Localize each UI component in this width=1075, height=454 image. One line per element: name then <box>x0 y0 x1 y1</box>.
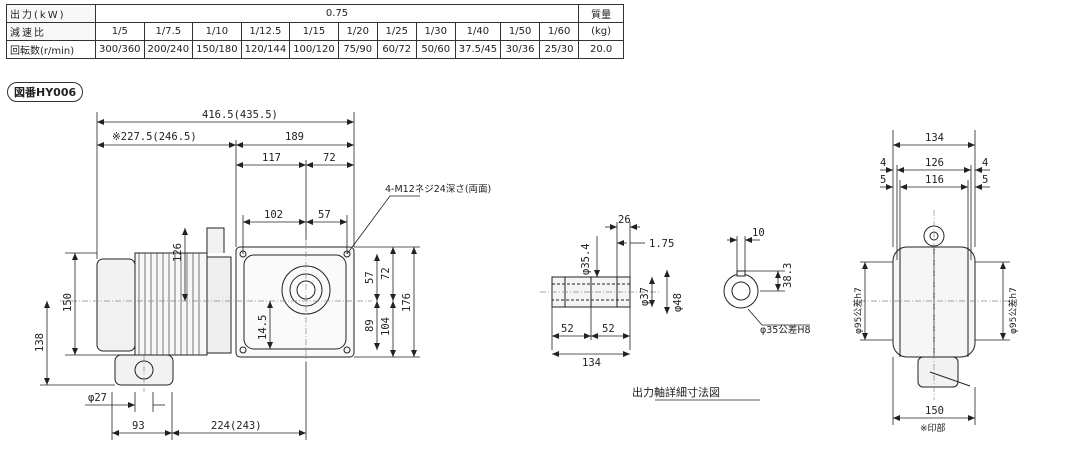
terminal-box <box>206 227 225 253</box>
fan-cover <box>96 258 136 352</box>
front-labels: 416.5(435.5) ※227.5(246.5) 189 117 72 10… <box>34 109 491 432</box>
side-terminal-box <box>917 356 959 388</box>
shaft-dim-383: 38.3 <box>782 263 794 288</box>
dim-416: 416.5(435.5) <box>202 109 278 121</box>
dim-27: φ27 <box>88 392 107 404</box>
dim-189: 189 <box>285 131 304 143</box>
dim-150v: 150 <box>62 293 74 312</box>
shaft-dim-134: 134 <box>582 357 601 369</box>
side-view <box>860 130 1010 425</box>
side-dim-95a: φ95公差h7 <box>852 287 864 334</box>
shaft-dim-354: φ35.4 <box>580 243 592 275</box>
spec-table: 出力(kW) 0.75 質量 減速比 1/5 1/7.5 1/10 1/12.5… <box>6 4 625 59</box>
shaft-dim-26: 26 <box>618 214 631 226</box>
dim-14: 14.5 <box>257 315 269 340</box>
dim-117: 117 <box>262 152 281 164</box>
side-dim-150: 150 <box>925 405 944 417</box>
side-dim-134: 134 <box>925 132 944 144</box>
shaft-detail-title: 出力軸詳細寸法図 <box>632 385 720 399</box>
speed-cell: 25/30 <box>539 40 580 59</box>
mass-value: 20.0 <box>578 40 625 59</box>
speed-label: 回転数(r/min) <box>6 40 96 59</box>
tap-note: 4-M12ネジ24深さ(両面) <box>385 184 491 195</box>
output-label: 出力(kW) <box>6 4 96 23</box>
keyway <box>736 270 746 277</box>
dim-89v: 89 <box>364 319 376 332</box>
speed-cell: 120/144 <box>240 40 291 59</box>
shaft-bore-note: φ35公差H8 <box>760 324 811 336</box>
shaft-detail <box>540 222 810 401</box>
side-dimensions <box>860 130 1010 425</box>
shaft-dim-52a: 52 <box>561 323 574 335</box>
dim-176v: 176 <box>401 293 413 312</box>
shaft-end-bore <box>731 281 751 301</box>
dim-138v: 138 <box>34 333 46 352</box>
speed-row: 回転数(r/min) 300/360 200/240 150/180 120/1… <box>6 40 625 59</box>
speed-cell: 37.5/45 <box>454 40 502 59</box>
motor-ribs <box>138 253 200 355</box>
side-dim-126: 126 <box>925 157 944 169</box>
shaft-dim-52b: 52 <box>602 323 615 335</box>
side-note: ※印部 <box>920 422 946 434</box>
dim-126v: 126 <box>172 243 184 262</box>
gearbox-inner <box>243 254 347 350</box>
side-dim-4b: 4 <box>982 157 988 169</box>
dim-224: 224(243) <box>211 420 262 432</box>
dim-227: ※227.5(246.5) <box>112 131 197 143</box>
side-dim-116: 116 <box>925 174 944 186</box>
dim-93: 93 <box>132 420 145 432</box>
dim-72a: 72 <box>323 152 336 164</box>
side-dim-4a: 4 <box>880 157 886 169</box>
speed-cell: 60/72 <box>376 40 417 59</box>
front-dimensions <box>40 112 420 440</box>
shaft-dim-37: φ37 <box>639 287 651 306</box>
motor-body <box>134 252 208 356</box>
tap-hole <box>239 346 247 354</box>
dim-102: 102 <box>264 209 283 221</box>
side-dim-95b: φ95公差h7 <box>1007 287 1019 334</box>
side-dim-5b: 5 <box>982 174 988 186</box>
ratio-cell: 1/40 <box>454 22 502 41</box>
dim-57a: 57 <box>318 209 331 221</box>
motor-flange <box>206 256 232 354</box>
shaft-dim-175: 1.75 <box>649 238 674 250</box>
dim-72v: 72 <box>380 267 392 280</box>
ratio-label: 減速比 <box>6 22 96 41</box>
dim-104v: 104 <box>380 317 392 336</box>
tap-hole <box>343 346 351 354</box>
shaft-dimensions <box>551 222 670 357</box>
shaft-labels: 26 φ35.4 1.75 φ37 φ48 52 52 134 10 38.3 … <box>561 214 811 399</box>
side-dim-5a: 5 <box>880 174 886 186</box>
side-labels: 134 126 116 4 4 5 5 φ95公差h7 φ95公差h7 150 … <box>852 132 1019 434</box>
shaft-dim-48: φ48 <box>672 293 684 312</box>
shaft-dim-10: 10 <box>752 227 765 239</box>
dim-57v: 57 <box>364 271 376 284</box>
front-view <box>40 112 420 440</box>
center-lines <box>60 240 372 392</box>
ratio-row: 減速比 1/5 1/7.5 1/10 1/12.5 1/15 1/20 1/25… <box>6 22 625 41</box>
drawing-id-badge: 図番HY006 <box>7 82 84 102</box>
